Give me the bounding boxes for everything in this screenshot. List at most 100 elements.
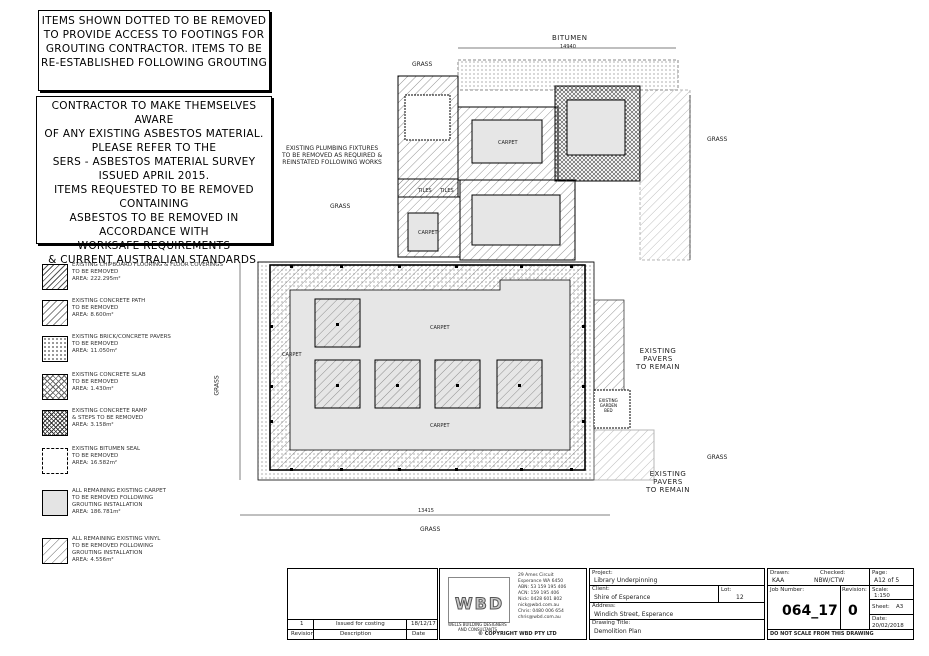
tiles-label: TILES [418, 188, 432, 194]
dotted-items-note: ITEMS SHOWN DOTTED TO BE REMOVED TO PROV… [38, 10, 270, 91]
note-line: TO REMAIN [636, 363, 680, 371]
note-line: EXISTING [649, 470, 687, 478]
note-line: PAVERS [643, 355, 673, 363]
drawn-value: KAA [772, 577, 785, 584]
address-line: 29 Ames Circuit [518, 573, 554, 578]
revision-header: Revision [291, 631, 314, 637]
note-line: TO PROVIDE ACCESS TO FOOTINGS FOR [43, 29, 265, 41]
scale-label: Scale: [872, 587, 889, 593]
note-line: GROUTING CONTRACTOR. ITEMS TO BE [45, 43, 263, 55]
note-line: REINSTATED FOLLOWING WORKS [282, 159, 382, 166]
address-line: ACN: 159 195 406 [518, 591, 560, 596]
logo-text: WBD [454, 594, 505, 614]
legend-swatch [42, 448, 68, 474]
grass-label: GRASS [330, 203, 351, 210]
east-areas [593, 299, 655, 481]
dimension-label: 14940 [560, 44, 576, 50]
note-line: EXISTING [599, 398, 618, 403]
address-label: Address: [592, 603, 616, 609]
company-name: WELLS BUILDING DESIGNERS [448, 622, 507, 627]
site-boundary [457, 47, 691, 261]
carpet-label: CARPET [498, 140, 518, 146]
revision-value: 0 [848, 603, 858, 619]
address-line: Nick: 0428 601 802 [518, 597, 563, 602]
sheet-label: Sheet: [872, 604, 890, 610]
client-value: Shire of Esperance [594, 594, 651, 601]
address-line: chris@wbd.com.au [518, 615, 561, 620]
legend-swatch [42, 374, 68, 400]
address-line: ABN: 53 159 195 406 [518, 585, 567, 590]
note-line: EXISTING PLUMBING FIXTURES [285, 145, 379, 152]
wbd-logo: WBD [448, 577, 510, 623]
dimension-label: 13415 [418, 508, 434, 514]
legend-item-concrete-ramp: EXISTING CONCRETE RAMP & STEPS TO BE REM… [42, 408, 242, 448]
carpet-label: CARPET [418, 230, 438, 236]
address-line: Chris: 0480 006 654 [518, 609, 564, 614]
legend-item-bitumen: EXISTING BITUMEN SEAL TO BE REMOVED AREA… [42, 446, 242, 486]
legend-swatch [42, 538, 68, 564]
date-value: 20/02/2018 [872, 623, 904, 629]
bitumen-label: BITUMEN [552, 34, 588, 42]
job-number-label: Job Number: [770, 587, 805, 593]
project-block: Project: Library Underpinning Client: Sh… [589, 568, 765, 640]
legend-swatch [42, 410, 68, 436]
legend-item-pavers: EXISTING BRICK/CONCRETE PAVERS TO BE REM… [42, 334, 242, 374]
company-sub: AND CONSULTANTS [458, 627, 498, 632]
scale-value: 1:150 [874, 593, 890, 599]
note-line: EXISTING [639, 347, 677, 355]
project-label: Project: [592, 570, 613, 576]
revision-number: 1 [300, 621, 304, 627]
legend-item-concrete-path: EXISTING CONCRETE PATH TO BE REMOVED ARE… [42, 298, 242, 338]
project-value: Library Underpinning [594, 577, 658, 584]
main-building [239, 261, 610, 516]
job-number-value: 064_17 [782, 603, 838, 619]
description-header: Description [340, 631, 372, 637]
legend-item-carpet: ALL REMAINING EXISTING CARPET TO BE REMO… [42, 488, 242, 528]
address-value: Windich Street, Esperance [594, 611, 674, 618]
legend-text: ALL REMAINING EXISTING VINYL TO BE REMOV… [72, 536, 161, 563]
page-label: Page: [872, 570, 888, 576]
drawn-label: Drawn: [770, 570, 790, 576]
carpet-label: CARPET [430, 423, 450, 429]
checked-label: Checked: [820, 570, 846, 576]
note-line: WORKSAFE REQUIREMENTS [77, 240, 231, 252]
grass-label: GRASS [412, 61, 433, 68]
revision-label: Revision: [842, 587, 867, 593]
drawing-title-value: Demolition Plan [594, 628, 642, 635]
note-line: RE-ESTABLISHED FOLLOWING GROUTING [40, 57, 268, 69]
date-label: Date: [872, 616, 887, 622]
legend-swatch [42, 300, 68, 326]
lot-value: 12 [736, 594, 744, 601]
note-line: PLEASE REFER TO THE [91, 142, 217, 154]
legend-text: EXISTING BRICK/CONCRETE PAVERS TO BE REM… [72, 334, 171, 354]
client-label: Client: [592, 586, 610, 592]
legend-text: EXISTING CHIPBOARD FLOORING & FLOOR COVE… [72, 262, 224, 282]
legend-text: ALL REMAINING EXISTING CARPET TO BE REMO… [72, 488, 166, 515]
note-line: TO REMAIN [646, 486, 690, 494]
existing-pavers-note: EXISTING PAVERS TO REMAIN [636, 347, 680, 371]
legend-swatch [42, 264, 68, 290]
note-line: TO BE REMOVED AS REQUIRED & [282, 152, 383, 159]
company-address: 29 Ames Circuit Esperance WA 6450 ABN: 5… [518, 573, 566, 621]
grass-label: GRASS [213, 375, 221, 396]
note-line: SERS - ASBESTOS MATERIAL SURVEY [52, 156, 256, 168]
revision-description: Issued for costing [336, 621, 385, 627]
grass-label: GRASS [707, 136, 728, 143]
plumbing-note: EXISTING PLUMBING FIXTURES TO BE REMOVED… [282, 145, 382, 166]
grass-label: GRASS [707, 454, 728, 461]
address-line: nick@wbd.com.au [518, 603, 560, 608]
note-line: CONTRACTOR TO MAKE THEMSELVES AWARE [51, 100, 257, 126]
tiles-label: TILES [440, 188, 454, 194]
legend-item-vinyl: ALL REMAINING EXISTING VINYL TO BE REMOV… [42, 536, 242, 576]
revision-table: 1 Issued for costing 18/12/17 Revision D… [287, 568, 438, 640]
job-block: Drawn: KAA Checked: NBW/CTW Page: A12 of… [767, 568, 914, 640]
note-line: ASBESTOS TO BE REMOVED IN ACCORDANCE WIT… [69, 212, 239, 238]
existing-pavers-note: EXISTING PAVERS TO REMAIN [646, 470, 690, 494]
legend-text: EXISTING BITUMEN SEAL TO BE REMOVED AREA… [72, 446, 141, 466]
asbestos-note: CONTRACTOR TO MAKE THEMSELVES AWARE OF A… [36, 96, 272, 266]
date-header: Date [412, 631, 426, 637]
pier-markers [270, 265, 585, 471]
note-line: GARDEN [599, 403, 617, 408]
legend-text: EXISTING CONCRETE RAMP & STEPS TO BE REM… [72, 408, 147, 428]
